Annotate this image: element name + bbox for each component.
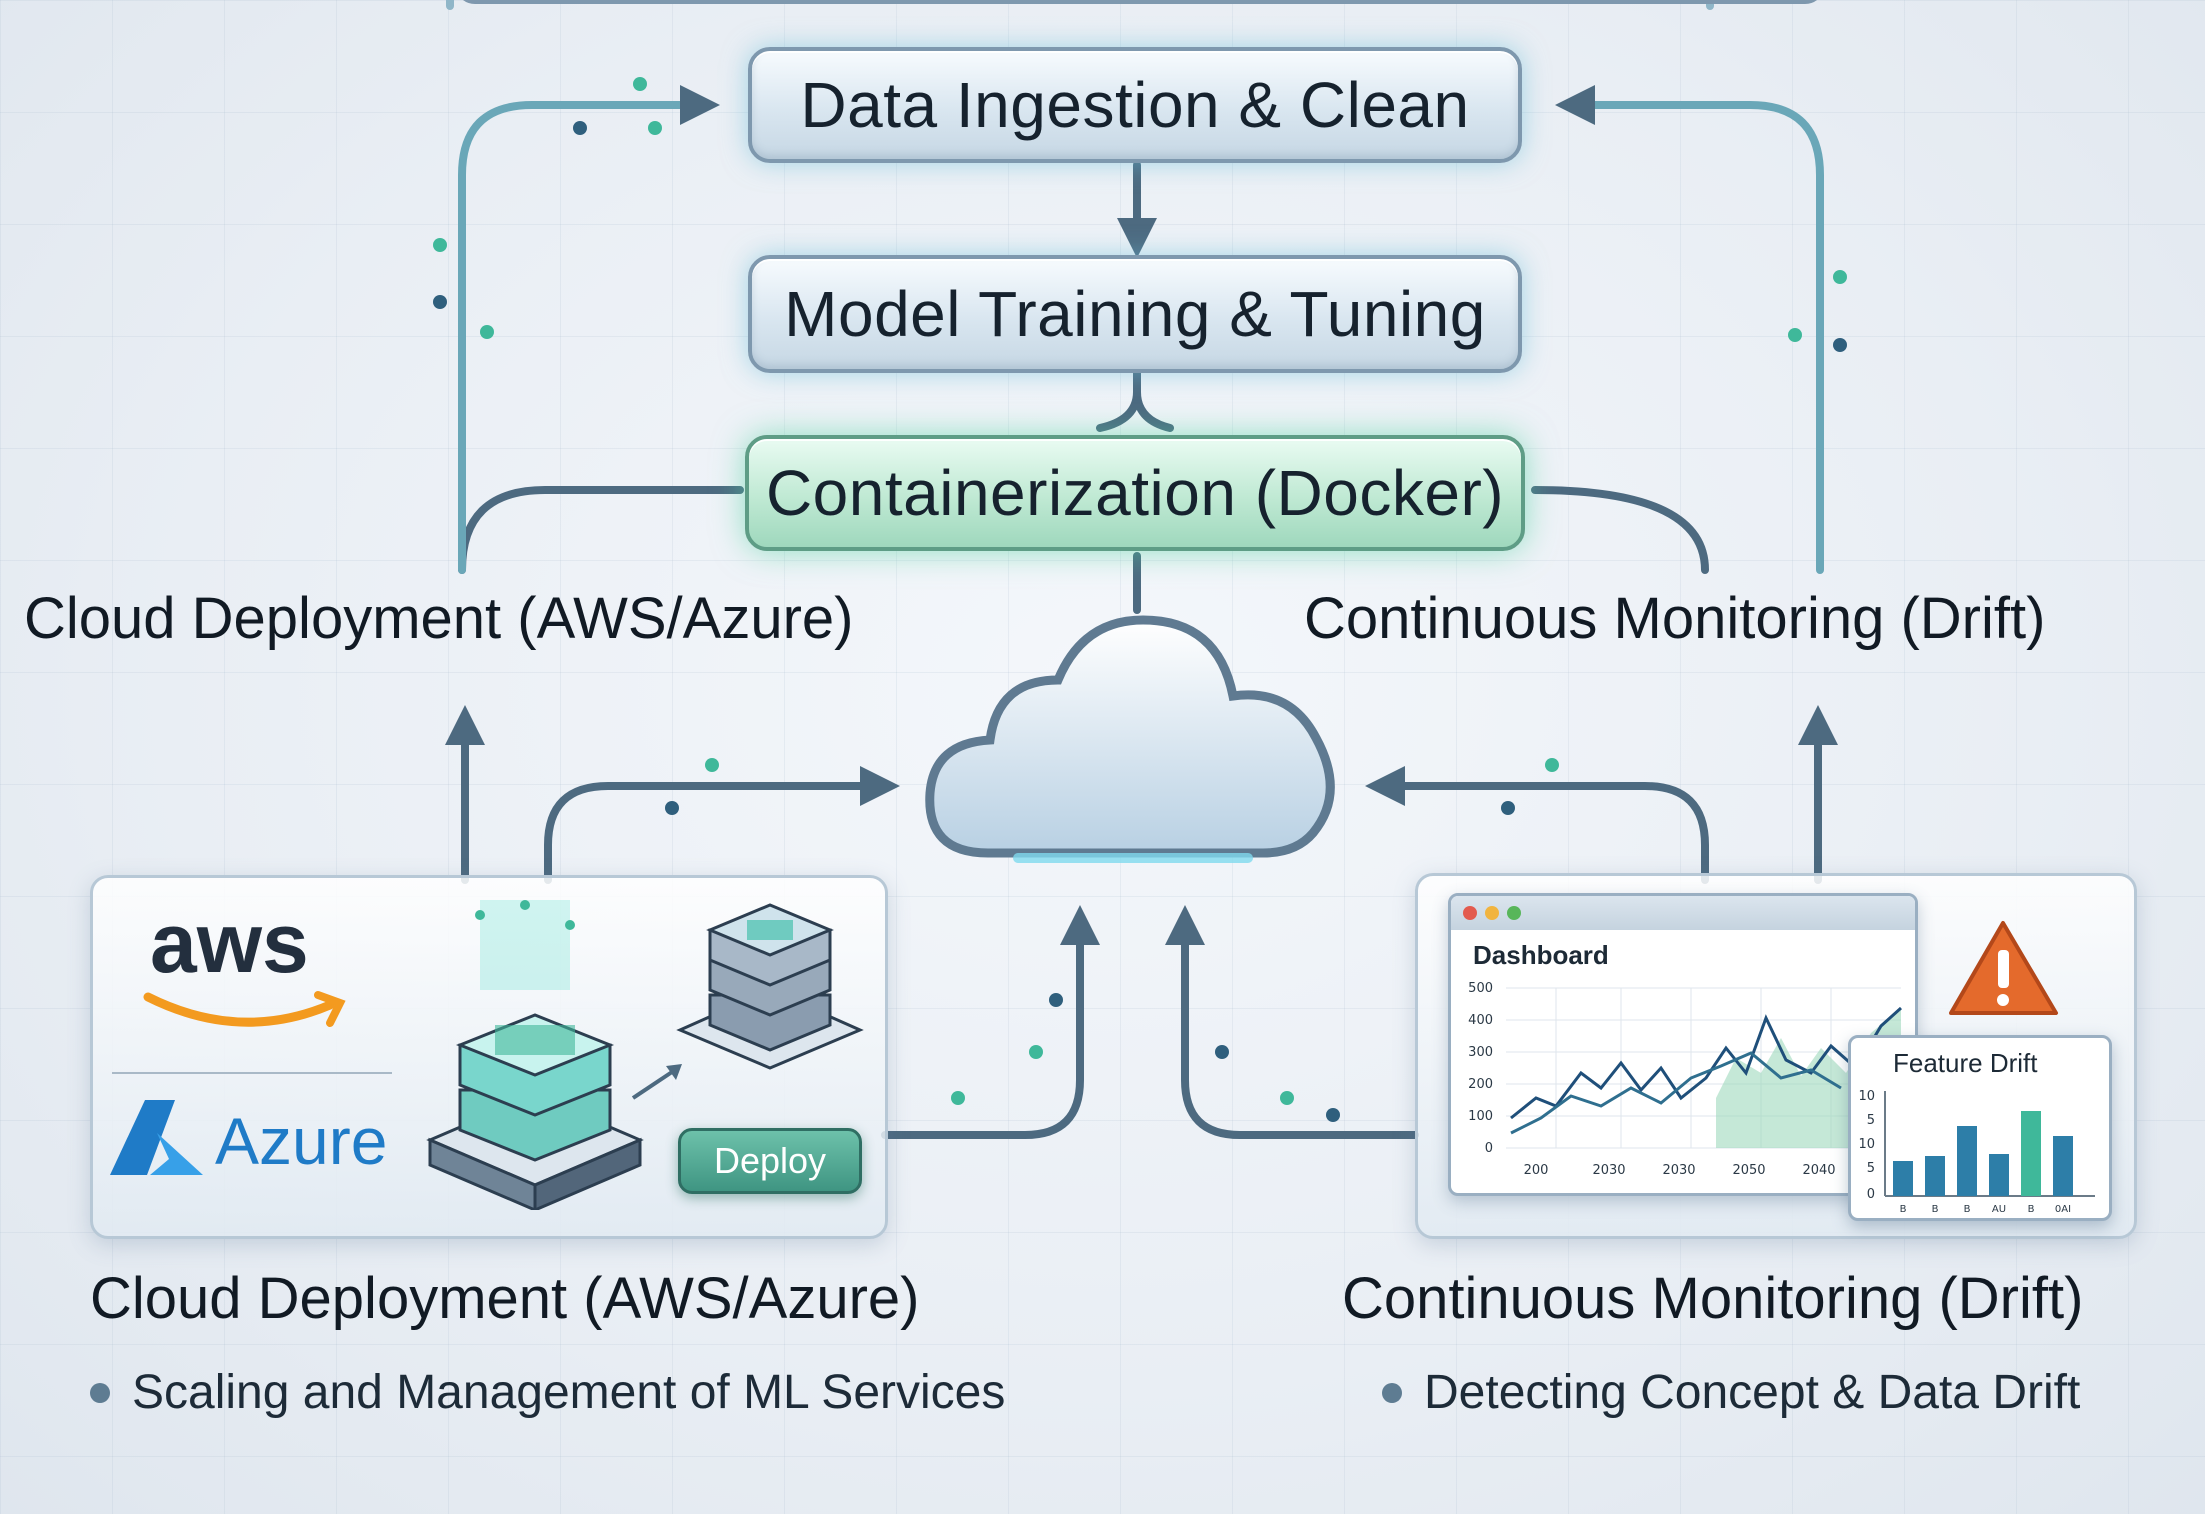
arrow-left-into-cloud	[881, 905, 1100, 1139]
bottom-heading-deployment: Cloud Deployment (AWS/Azure)	[90, 1266, 920, 1331]
drift-y-tick: 0	[1867, 1187, 1875, 1202]
bullet-dot-icon	[1382, 1382, 1402, 1403]
drift-bar	[2053, 1136, 2073, 1196]
stage-containerization[interactable]: Containerization (Docker)	[745, 435, 1525, 551]
drift-y-tick: 10	[1858, 1137, 1875, 1152]
bullet-monitoring: Detecting Concept & Data Drift	[1382, 1365, 2080, 1420]
drift-x-tick: B	[1900, 1204, 1907, 1215]
branch-to-monitoring	[1531, 486, 1709, 574]
close-dot-icon[interactable]	[1463, 906, 1477, 920]
dash-x-tick: 2050	[1732, 1163, 1765, 1178]
feature-drift-card: Feature Drift 10 5 10 5 0 B B B AU B 0AI	[1848, 1035, 2112, 1221]
bullet-deployment-text: Scaling and Management of ML Services	[132, 1366, 1006, 1419]
logo-divider	[112, 1072, 392, 1074]
azure-logo: Azure	[215, 1104, 388, 1178]
stage-model-training[interactable]: Model Training & Tuning	[748, 255, 1522, 373]
stage-containerization-label: Containerization (Docker)	[765, 457, 1505, 529]
minimize-dot-icon[interactable]	[1485, 906, 1499, 920]
arrow-loop-to-ingest-right	[1555, 85, 1824, 574]
flow-particles	[433, 77, 1847, 1122]
dash-y-tick: 300	[1468, 1045, 1493, 1060]
dashboard-title: Dashboard	[1473, 940, 1609, 970]
upper-heading-monitoring: Continuous Monitoring (Drift)	[1304, 586, 2046, 651]
server-stack-icon	[426, 900, 644, 1210]
bullet-dot-icon	[90, 1382, 110, 1403]
arrow-monitor-to-cloud	[1365, 766, 1709, 884]
dashboard-titlebar	[1451, 896, 1915, 930]
stage-data-ingestion-label: Data Ingestion & Clean	[800, 69, 1470, 141]
dash-x-tick: 2030	[1592, 1163, 1625, 1178]
deploy-button[interactable]: Deploy	[678, 1128, 862, 1194]
drift-x-tick: AU	[1992, 1204, 2006, 1215]
bullet-deployment: Scaling and Management of ML Services	[90, 1365, 1005, 1420]
maximize-dot-icon[interactable]	[1507, 906, 1521, 920]
azure-logo-icon	[110, 1100, 203, 1175]
dash-y-tick: 500	[1468, 981, 1493, 996]
drift-x-tick: B	[1932, 1204, 1939, 1215]
dashboard-line-chart: 500 400 300 200 100 0 200 2030 2030 2050…	[1468, 981, 1903, 1178]
drift-y-tick: 10	[1858, 1089, 1875, 1104]
arrow-right-into-cloud	[1165, 905, 1419, 1139]
transfer-arrow-icon	[631, 1064, 682, 1100]
drift-x-tick: 0AI	[2055, 1204, 2071, 1215]
dashboard-window: Dashboard 500 400 300 200 100 0 200 2030…	[1448, 893, 1918, 1196]
warning-triangle-icon	[1949, 921, 2058, 1015]
dash-y-tick: 0	[1485, 1141, 1493, 1156]
dash-y-tick: 200	[1468, 1077, 1493, 1092]
cloud-icon	[925, 615, 1335, 863]
dash-x-tick: 2040	[1802, 1163, 1835, 1178]
drift-bar	[1893, 1161, 1913, 1196]
drift-x-tick: B	[1964, 1204, 1971, 1215]
dash-x-tick: 200	[1524, 1163, 1549, 1178]
feature-drift-title: Feature Drift	[1893, 1048, 2038, 1078]
branch-to-deployment	[458, 486, 744, 574]
drift-bar	[1925, 1156, 1945, 1196]
bullet-monitoring-text: Detecting Concept & Data Drift	[1424, 1366, 2081, 1419]
top-stage-fragment	[455, 0, 1825, 4]
bottom-heading-monitoring: Continuous Monitoring (Drift)	[1342, 1266, 2084, 1331]
aws-smile-icon	[143, 991, 346, 1027]
dash-y-tick: 100	[1468, 1109, 1493, 1124]
stage-model-training-label: Model Training & Tuning	[784, 278, 1486, 350]
drift-bar	[1957, 1126, 1977, 1196]
drift-bar	[1989, 1154, 2009, 1196]
drift-y-tick: 5	[1867, 1161, 1875, 1176]
upper-heading-deployment: Cloud Deployment (AWS/Azure)	[24, 586, 854, 651]
dash-x-tick: 2030	[1662, 1163, 1695, 1178]
aws-logo: aws	[150, 896, 309, 990]
feature-drift-bar-chart: 10 5 10 5 0 B B B AU B 0AI	[1858, 1089, 2095, 1215]
stage-data-ingestion[interactable]: Data Ingestion & Clean	[748, 47, 1522, 163]
target-server-icon	[676, 903, 864, 1070]
drift-bar	[2021, 1111, 2041, 1196]
arrow-loop-to-ingest-left	[458, 85, 720, 574]
dash-y-tick: 400	[1468, 1013, 1493, 1028]
drift-y-tick: 5	[1867, 1113, 1875, 1128]
arrow-deploy-to-cloud	[544, 766, 900, 884]
drift-x-tick: B	[2028, 1204, 2035, 1215]
